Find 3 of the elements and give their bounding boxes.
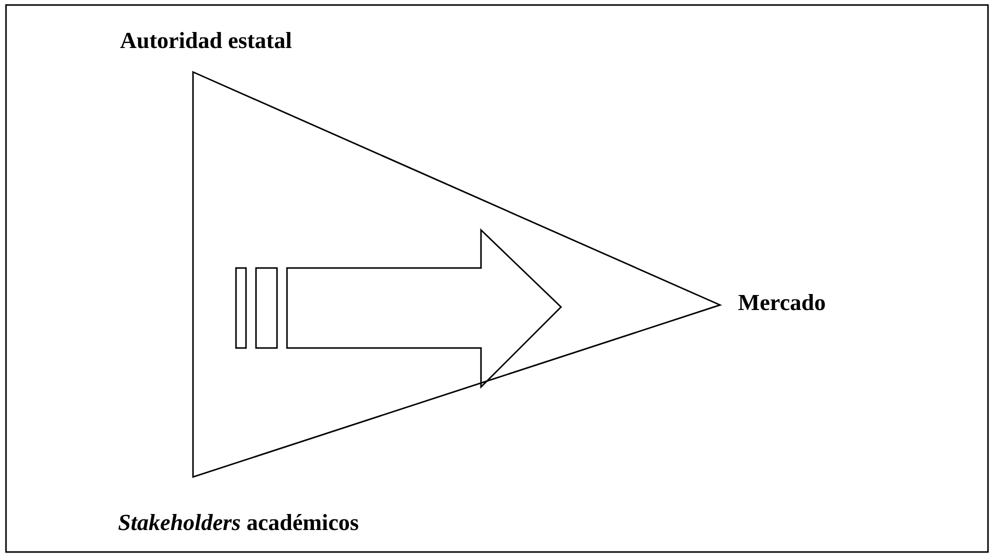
vertex-label: Autoridad estatal <box>120 28 292 54</box>
vertex-label: Stakeholders académicos <box>118 510 359 536</box>
vertex-label: Mercado <box>738 290 826 316</box>
